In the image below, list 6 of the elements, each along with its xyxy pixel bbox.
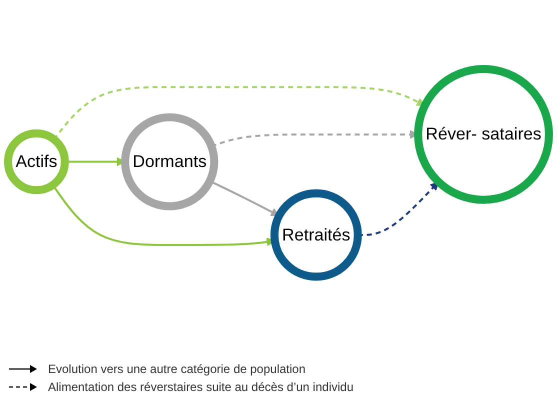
node-circle: Actifs bbox=[4, 128, 69, 194]
node-circle: Dormants bbox=[121, 112, 218, 210]
legend-text: Alimentation des réverstaires suite au décès d’un individu bbox=[48, 380, 354, 394]
legend-text: Evolution vers une autre catégorie de population bbox=[48, 362, 306, 376]
node-circle: Réver- sataires bbox=[414, 64, 553, 204]
node-circle: Retraités bbox=[270, 188, 362, 280]
